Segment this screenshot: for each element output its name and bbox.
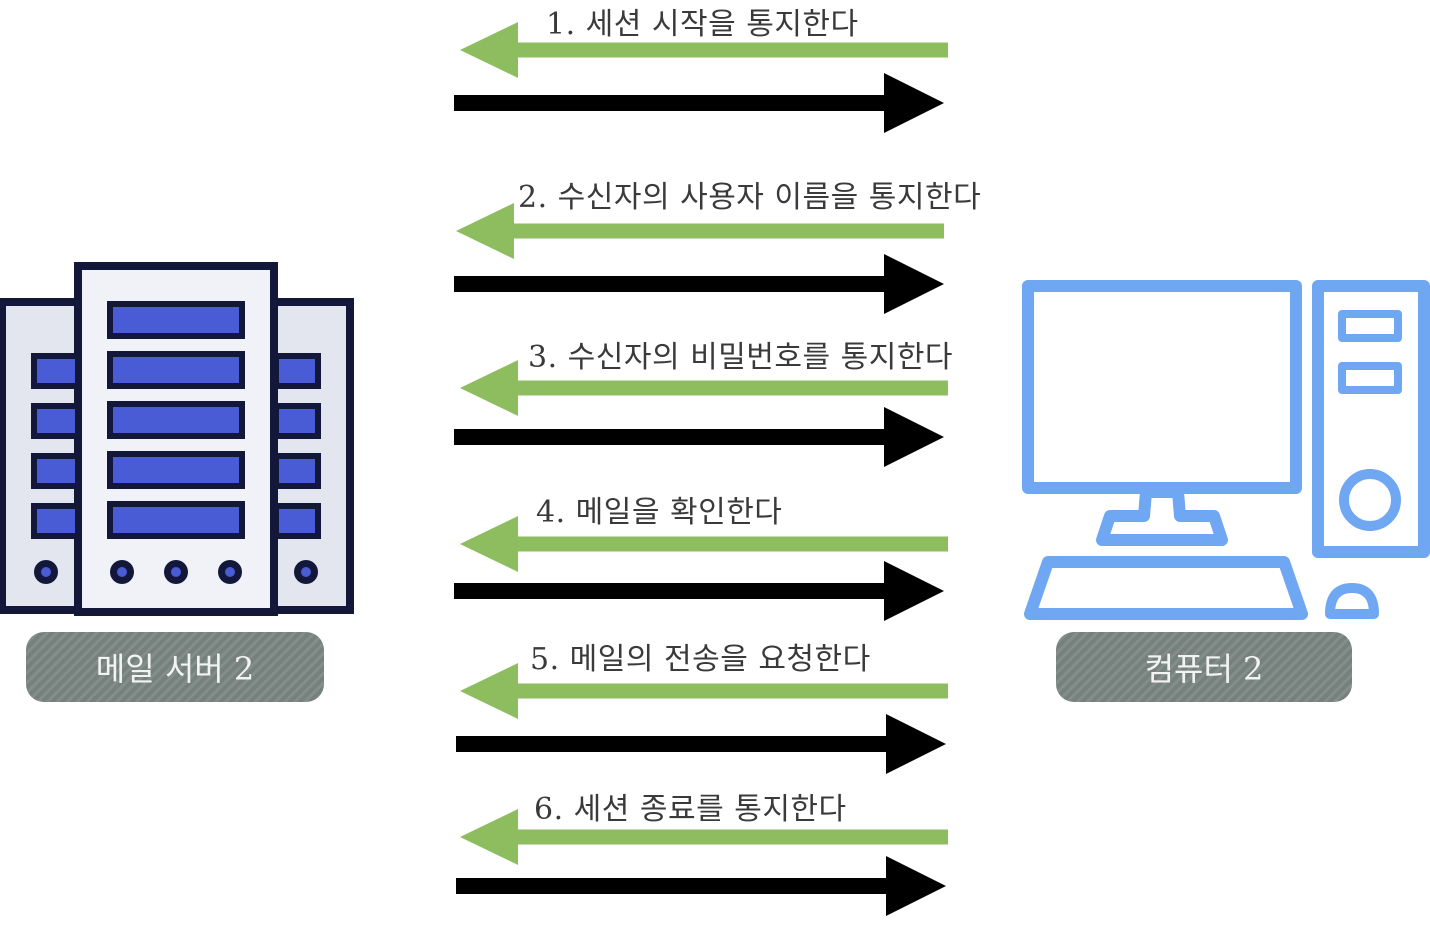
step-label-4: 4. 메일을 확인한다 xyxy=(536,495,783,530)
response-arrow-2 xyxy=(454,254,944,314)
request-arrow-1 xyxy=(460,22,948,78)
server-label: 메일 서버 2 xyxy=(26,632,324,702)
desktop-computer-icon xyxy=(1022,280,1430,620)
step-label-2: 2. 수신자의 사용자 이름을 통지한다 xyxy=(518,180,982,215)
request-arrow-5 xyxy=(460,663,948,719)
request-arrow-2 xyxy=(456,203,944,259)
request-arrow-4 xyxy=(460,516,948,572)
response-arrow-6 xyxy=(456,856,946,916)
step-label-1: 1. 세션 시작을 통지한다 xyxy=(546,7,859,42)
request-arrow-6 xyxy=(460,809,948,865)
server-icon xyxy=(0,262,354,616)
step-label-6: 6. 세션 종료를 통지한다 xyxy=(534,792,847,827)
computer-label: 컴퓨터 2 xyxy=(1056,632,1352,702)
response-arrow-5 xyxy=(456,714,946,774)
step-label-3: 3. 수신자의 비밀번호를 통지한다 xyxy=(528,340,954,375)
request-arrow-3 xyxy=(460,360,948,416)
response-arrow-3 xyxy=(454,407,944,467)
response-arrow-4 xyxy=(454,561,944,621)
response-arrow-1 xyxy=(454,73,944,133)
step-label-5: 5. 메일의 전송을 요청한다 xyxy=(530,642,871,677)
arrow-group xyxy=(454,22,948,916)
